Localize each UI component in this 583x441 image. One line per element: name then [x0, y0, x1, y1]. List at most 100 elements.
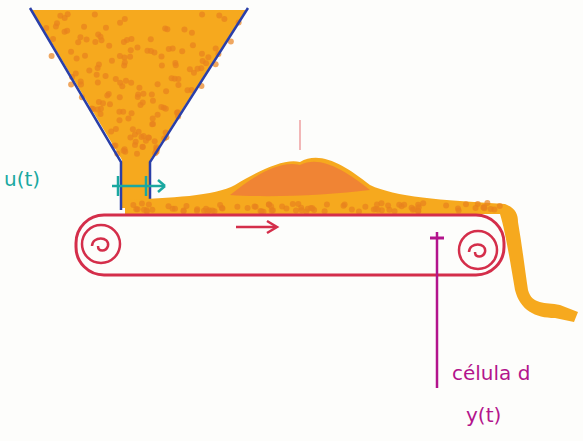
- heap-mark: [299, 120, 301, 150]
- load-cell: [436, 232, 439, 388]
- grain: [98, 37, 104, 43]
- grain: [258, 208, 264, 214]
- grain: [199, 12, 205, 18]
- grain: [130, 202, 136, 208]
- grain: [64, 28, 70, 34]
- grain: [172, 206, 178, 212]
- grain: [373, 206, 379, 212]
- grain: [53, 24, 59, 30]
- grain: [209, 207, 215, 213]
- grain: [269, 207, 275, 213]
- grain: [134, 151, 140, 157]
- grain: [170, 46, 176, 52]
- grain: [217, 202, 223, 208]
- grain: [68, 49, 74, 55]
- grain: [175, 76, 181, 82]
- grain: [116, 109, 122, 115]
- grain: [378, 200, 384, 206]
- grain: [86, 68, 92, 74]
- grain: [140, 144, 146, 150]
- grain: [109, 58, 115, 64]
- grain: [128, 47, 134, 53]
- grain: [234, 204, 240, 210]
- grain: [415, 208, 421, 214]
- grain: [136, 129, 142, 135]
- grain: [121, 39, 127, 45]
- signal-label: célula d: [452, 362, 530, 384]
- grain: [133, 139, 139, 145]
- grain: [203, 206, 209, 212]
- grain: [134, 45, 140, 51]
- grain: [78, 81, 84, 87]
- signal-label: y(t): [466, 404, 501, 426]
- grain: [185, 87, 191, 93]
- grain: [104, 93, 110, 99]
- grain: [349, 207, 355, 213]
- grain: [166, 203, 172, 209]
- grain: [194, 206, 200, 212]
- grain: [213, 45, 219, 51]
- grain: [290, 201, 296, 207]
- grain: [117, 94, 123, 100]
- hopper-wall: [150, 8, 248, 205]
- grain: [106, 43, 112, 49]
- grain: [252, 203, 258, 209]
- grain: [150, 98, 156, 104]
- grain-texture: [130, 200, 502, 215]
- grain: [187, 66, 193, 72]
- grain: [127, 54, 133, 60]
- grain: [293, 208, 299, 214]
- grain: [322, 208, 328, 214]
- grain: [125, 116, 131, 122]
- grain: [497, 203, 503, 209]
- grain-heap: [230, 162, 370, 196]
- grain: [181, 207, 187, 213]
- grain: [362, 204, 368, 210]
- grain: [385, 202, 391, 208]
- valve-symbol: [112, 176, 165, 196]
- grain: [401, 202, 407, 208]
- grain: [119, 83, 125, 89]
- grain: [148, 36, 154, 42]
- grain: [299, 207, 305, 213]
- grain: [74, 55, 80, 61]
- grain: [77, 34, 83, 40]
- grain: [455, 206, 461, 212]
- grain: [127, 134, 133, 140]
- grain: [146, 135, 152, 141]
- grain: [95, 79, 101, 85]
- grain: [173, 62, 179, 68]
- grain: [221, 16, 227, 22]
- grain: [135, 206, 141, 212]
- grain: [149, 207, 155, 213]
- grain: [473, 205, 479, 211]
- grain-texture: [43, 11, 241, 156]
- grain: [117, 20, 123, 26]
- grain: [122, 16, 128, 22]
- grain: [342, 202, 348, 208]
- grain: [139, 201, 145, 207]
- grain: [181, 27, 187, 33]
- grain: [245, 205, 251, 211]
- grain: [158, 54, 164, 60]
- load-cell: [430, 237, 444, 240]
- grain: [123, 78, 129, 84]
- grain: [103, 25, 109, 31]
- grain: [205, 54, 211, 60]
- pulley: [459, 231, 497, 269]
- grain: [463, 201, 469, 207]
- grain: [135, 94, 141, 100]
- grain: [179, 48, 185, 54]
- grain: [121, 148, 127, 154]
- grain: [175, 82, 181, 88]
- grain: [94, 72, 100, 78]
- grain: [130, 126, 136, 132]
- grain: [146, 135, 152, 141]
- grain: [159, 63, 165, 69]
- grain: [122, 60, 128, 66]
- grain: [149, 121, 155, 127]
- grain: [216, 13, 222, 19]
- grain: [140, 91, 146, 97]
- grain: [148, 48, 154, 54]
- grain: [200, 58, 206, 64]
